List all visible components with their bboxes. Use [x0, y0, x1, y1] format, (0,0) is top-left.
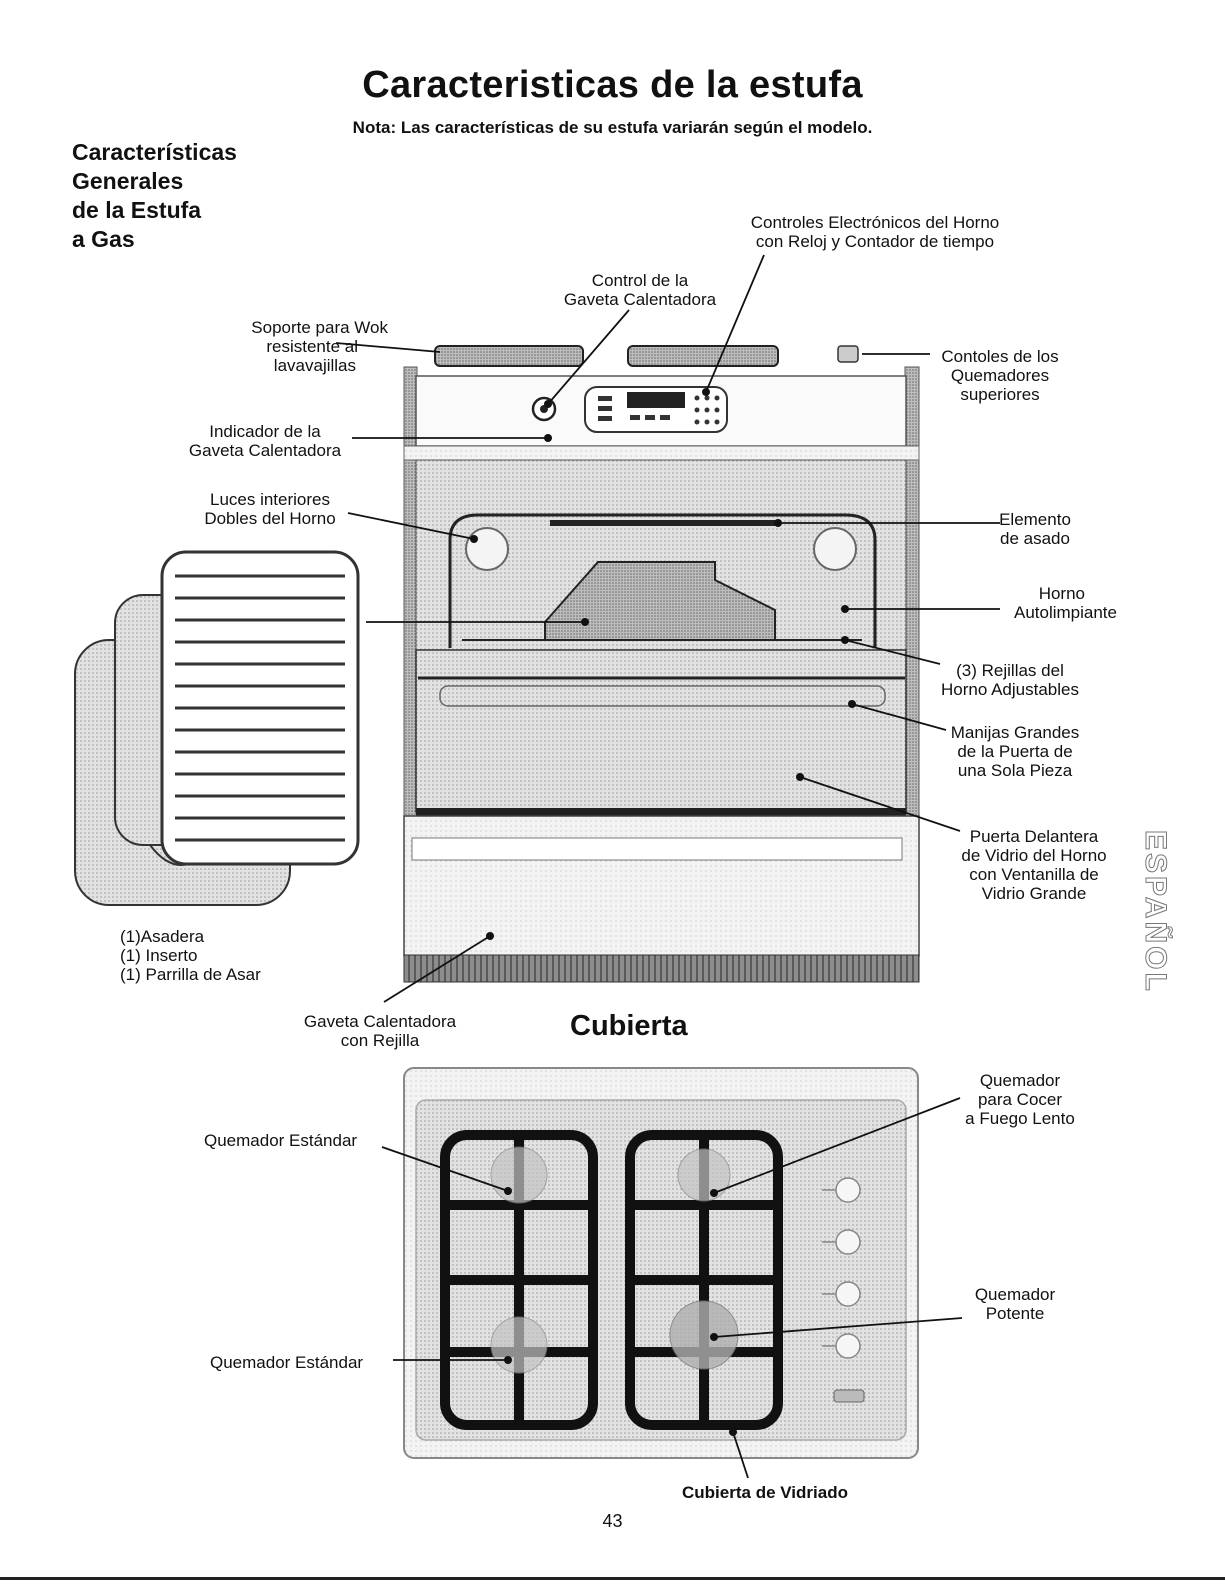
language-tab: ESPAÑOL — [1139, 830, 1173, 995]
cooktop-illustration — [403, 1067, 919, 1459]
label-line: (1) Inserto — [120, 946, 198, 965]
label-self-clean-oven: Horno Autolimpiante — [980, 584, 1117, 622]
label-front-door: Puerta Delantera de Vidrio del Horno con… — [944, 827, 1124, 903]
label-line: Quemador — [974, 1285, 1056, 1304]
leader-dots — [470, 388, 856, 1436]
label-warmer-drawer: Gaveta Calentadora con Rejilla — [285, 1012, 475, 1050]
label-broil-element: Elemento de asado — [985, 510, 1085, 548]
label-warmer-control: Control de la Gaveta Calentadora — [550, 271, 730, 309]
label-line: Manijas Grandes — [950, 723, 1080, 742]
label-line: Dobles del Horno — [204, 509, 336, 528]
section-heading-line: Generales — [72, 168, 184, 194]
label-line: Contoles de los — [941, 347, 1059, 366]
label-line: lavavajillas — [273, 356, 356, 375]
section-heading-line: a Gas — [72, 226, 135, 252]
wok-support-right — [627, 345, 779, 367]
label-line: con Ventanilla de — [969, 865, 1099, 884]
label-line: de Vidrio del Horno — [961, 846, 1107, 865]
broil-element — [550, 520, 775, 526]
label-line: Horno — [1038, 584, 1085, 603]
label-line: (3) Rejillas del — [956, 661, 1064, 680]
label-interior-lights: Luces interiores Dobles del Horno — [190, 490, 350, 528]
right-grate — [625, 1130, 783, 1430]
label-line: de la Puerta de — [957, 742, 1073, 761]
bottom-rule — [0, 1577, 1225, 1580]
label-glass-top: Cubierta de Vidriado — [682, 1483, 848, 1502]
label-line: con Reloj y Contador de tiempo — [755, 232, 995, 251]
label-line: Gaveta Calentadora — [303, 1012, 457, 1031]
label-broil-pan: (1)Asadera (1) Inserto (1) Parrilla de A… — [120, 927, 261, 984]
label-line: una Sola Pieza — [957, 761, 1073, 780]
cooktop-heading: Cubierta — [570, 1010, 688, 1042]
label-standard-burner-top: Quemador Estándar — [204, 1131, 358, 1150]
warmer-drawer — [403, 815, 920, 957]
label-line: para Cocer — [977, 1090, 1063, 1109]
label-power-burner: Quemador Potente — [955, 1285, 1075, 1323]
section-heading-line: Características — [72, 139, 237, 165]
oven-light-left — [465, 527, 509, 571]
label-door-handles: Manijas Grandes de la Puerta de una Sola… — [935, 723, 1095, 780]
label-top-burner-controls: Contoles de los Quemadores superiores — [925, 347, 1075, 404]
label-line: Quemador — [979, 1071, 1061, 1090]
label-line: resistente al — [266, 337, 358, 356]
label-wok-support: Soporte para Wok resistente al lavavajil… — [200, 318, 388, 375]
left-grate — [440, 1130, 598, 1430]
page-title: Caracteristicas de la estufa — [362, 64, 863, 106]
label-standard-burner-bottom: Quemador Estándar — [210, 1353, 364, 1372]
label-line: Elemento — [999, 510, 1071, 529]
label-line: Control de la — [591, 271, 689, 290]
toe-kick — [403, 954, 920, 983]
label-line: Potente — [985, 1304, 1045, 1323]
oven-light-right — [813, 527, 857, 571]
label-line: Quemadores — [950, 366, 1050, 385]
wok-support-left — [434, 345, 584, 367]
label-line: Soporte para Wok — [251, 318, 388, 337]
model-note: Nota: Las características de su estufa v… — [352, 118, 873, 137]
label-line: con Rejilla — [340, 1031, 420, 1050]
label-line: Autolimpiante — [1013, 603, 1117, 622]
label-line: (1)Asadera — [120, 927, 205, 946]
label-line: Gaveta Calentadora — [188, 441, 342, 460]
range-illustration — [403, 345, 920, 983]
broil-pan-set — [74, 550, 360, 906]
section-heading: Características Generales de la Estufa a… — [72, 138, 237, 254]
label-oven-racks: (3) Rejillas del Horno Adjustables — [920, 661, 1100, 699]
door-handle — [439, 685, 886, 707]
label-line: de asado — [1000, 529, 1070, 548]
label-line: Vidrio Grande — [981, 884, 1087, 903]
label-simmer-burner: Quemador para Cocer a Fuego Lento — [950, 1071, 1090, 1128]
label-electronic-controls: Controles Electrónicos del Horno con Rel… — [710, 213, 1040, 251]
label-line: Controles Electrónicos del Horno — [750, 213, 1000, 232]
page-number: 43 — [602, 1511, 623, 1531]
label-line: a Fuego Lento — [965, 1109, 1075, 1128]
label-line: Indicador de la — [209, 422, 321, 441]
electronic-control-pad — [584, 386, 728, 433]
label-line: superiores — [960, 385, 1040, 404]
label-line: Luces interiores — [209, 490, 330, 509]
label-line: (1) Parrilla de Asar — [120, 965, 261, 984]
leader-lines — [335, 254, 1000, 1479]
label-line: Gaveta Calentadora — [563, 290, 717, 309]
label-line: Horno Adjustables — [941, 680, 1079, 699]
section-heading-line: de la Estufa — [72, 197, 202, 223]
burner-knob-top — [837, 345, 859, 363]
label-line: Puerta Delantera — [969, 827, 1099, 846]
label-warmer-indicator: Indicador de la Gaveta Calentadora — [170, 422, 360, 460]
